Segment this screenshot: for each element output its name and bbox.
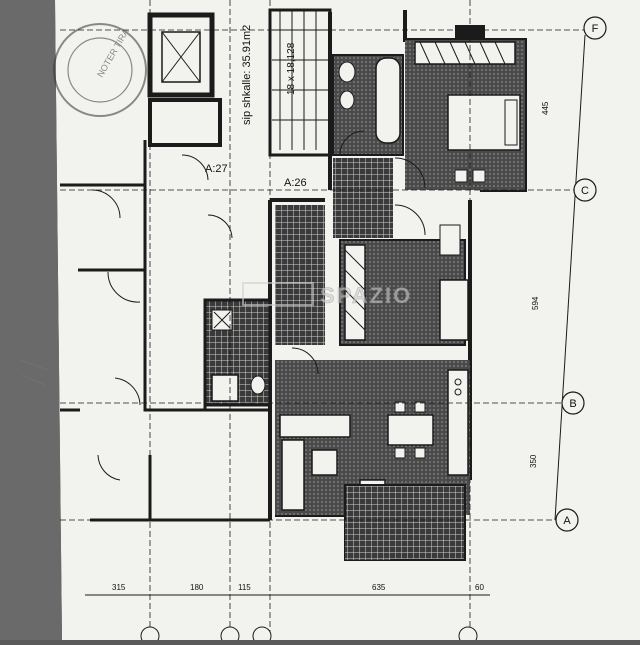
stamp-seal: NOTER TIRA — [53, 23, 147, 117]
bathroom-top — [332, 54, 404, 156]
bottom-dimension-60: 60 — [475, 583, 484, 592]
svg-text:B: B — [569, 398, 576, 410]
grid-marker-a: A — [555, 508, 579, 532]
hallway-tiles — [333, 158, 393, 238]
svg-text:A: A — [563, 515, 571, 527]
grid-dimension-445: 445 — [541, 101, 550, 115]
stair-dimension-label: 18 x 18,128 — [286, 42, 297, 95]
bottom-dimension-180: 180 — [190, 583, 204, 592]
kitchen — [339, 157, 469, 346]
unit-label-a27: A:27 — [205, 163, 228, 175]
corridor-tiles — [275, 205, 325, 345]
left-shadow — [0, 0, 62, 640]
grid-marker-f: F — [583, 16, 607, 40]
stair-area-label: sip shkalle: 35.91m2 — [241, 25, 253, 125]
grid-lines — [60, 0, 590, 640]
watermark: SPAZIO — [242, 282, 412, 308]
bottom-dimension-315: 315 — [112, 583, 126, 592]
grid-marker-b: B — [561, 391, 585, 415]
svg-text:F: F — [592, 23, 599, 35]
grid-dimension-594: 594 — [531, 296, 540, 310]
bottom-dimension-635: 635 — [372, 583, 386, 592]
bottom-dimension-115: 115 — [238, 583, 251, 592]
bedroom — [405, 25, 525, 190]
svg-text:C: C — [581, 185, 589, 197]
dimension-lines — [85, 34, 586, 596]
grid-marker-c: C — [573, 178, 597, 202]
bathroom-small — [203, 298, 272, 407]
grid-dimension-350: 350 — [529, 454, 538, 468]
unit-label-a26: A:26 — [284, 177, 307, 189]
balcony — [344, 484, 466, 561]
watermark-text: SPAZIO — [320, 283, 412, 308]
pencil-marks — [19, 359, 49, 386]
